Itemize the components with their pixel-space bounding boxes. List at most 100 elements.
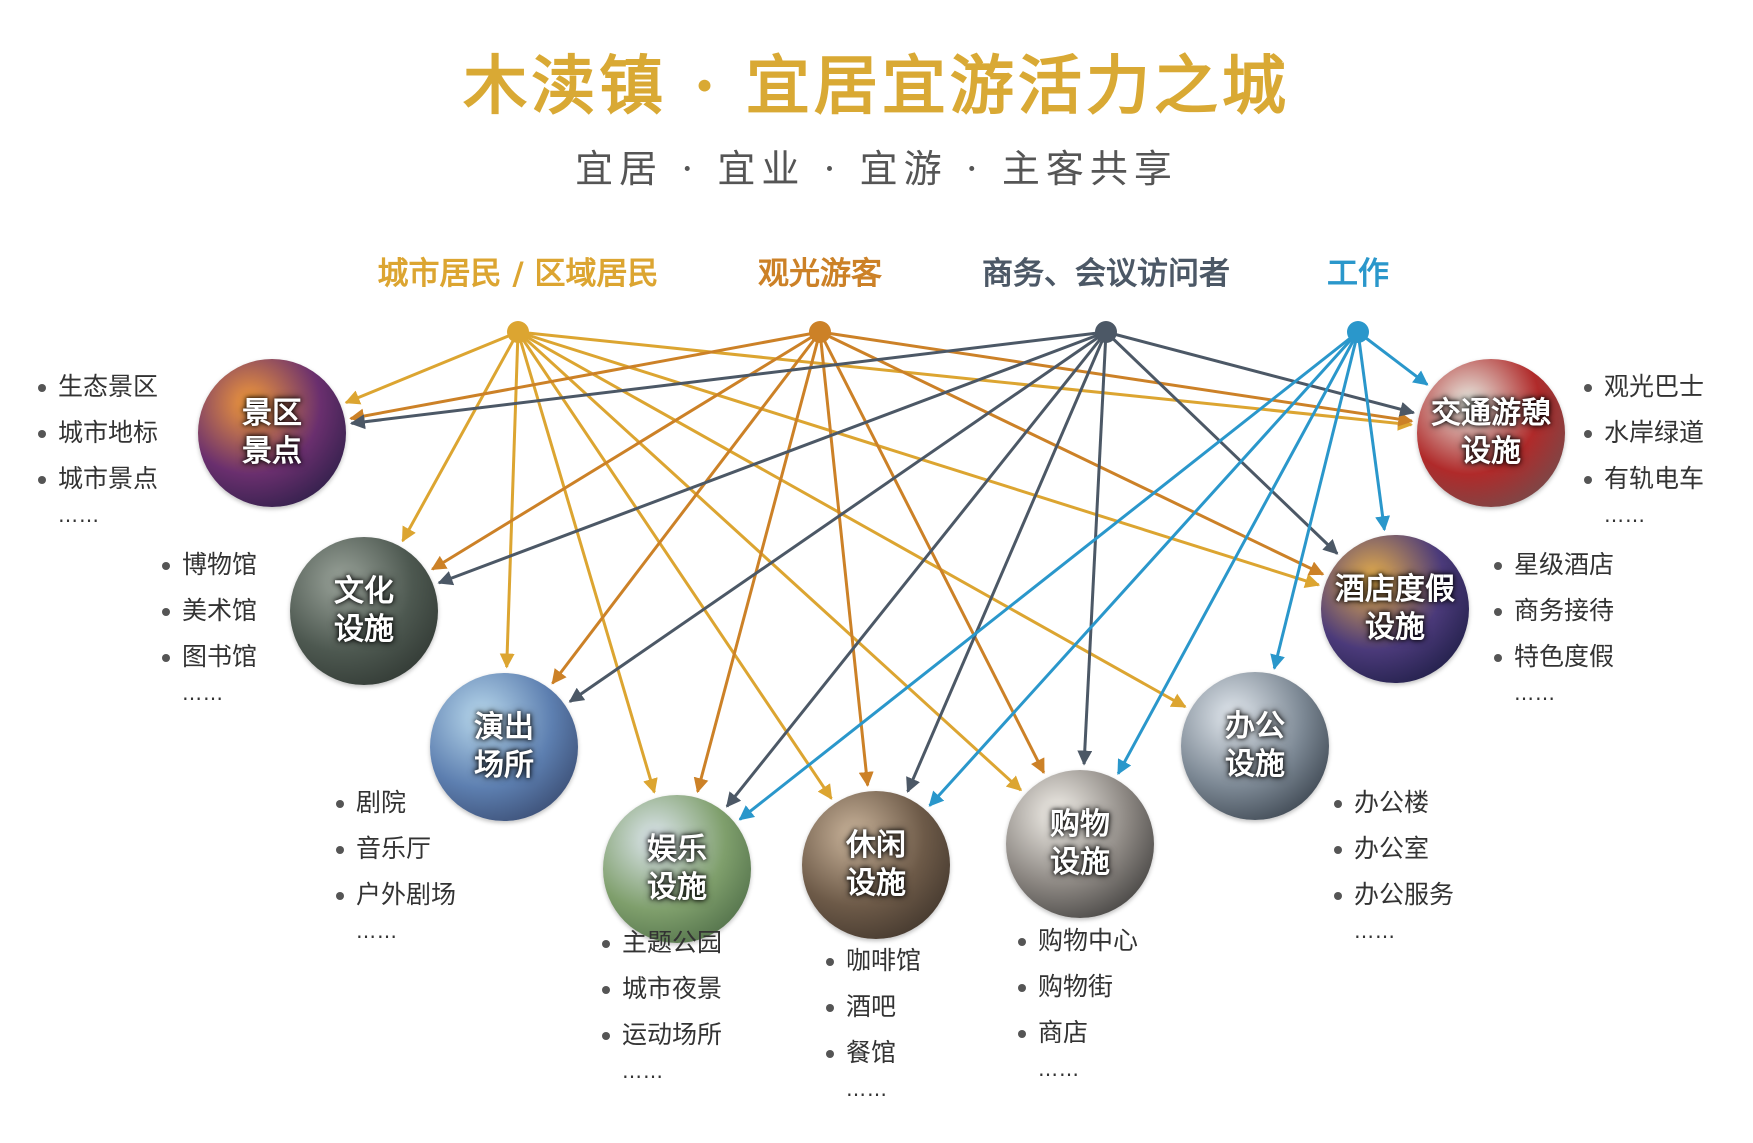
bullet-icon bbox=[1494, 562, 1502, 570]
edge-tourists-entertainment bbox=[693, 331, 822, 794]
bullet-icon bbox=[1334, 846, 1342, 854]
more-ellipsis: …… bbox=[182, 681, 224, 705]
list-item: 美术馆 bbox=[162, 588, 257, 634]
item-list-scenic: 生态景区 城市地标 城市景点 …… bbox=[38, 364, 158, 528]
more-ellipsis: …… bbox=[356, 919, 398, 943]
node-label-entertainment: 娱乐 设施 bbox=[647, 832, 707, 905]
edge-residents-performance bbox=[499, 331, 520, 669]
list-item: 运动场所 bbox=[602, 1012, 722, 1058]
list-item: 主题公园 bbox=[602, 920, 722, 966]
more-ellipsis: …… bbox=[58, 503, 100, 527]
bullet-icon bbox=[1334, 800, 1342, 808]
more-ellipsis: …… bbox=[622, 1059, 664, 1083]
list-item: 图书馆 bbox=[162, 634, 257, 680]
node-hotel: 酒店度假 设施 bbox=[1321, 535, 1469, 683]
more-ellipsis: …… bbox=[1604, 503, 1646, 527]
more-ellipsis: …… bbox=[1354, 919, 1396, 943]
edge-business-leisure bbox=[906, 331, 1108, 793]
bullet-icon bbox=[1018, 984, 1026, 992]
item-list-leisure: 咖啡馆 酒吧 餐馆 …… bbox=[826, 938, 921, 1102]
more-ellipsis: …… bbox=[1514, 681, 1556, 705]
bullet-icon bbox=[1584, 476, 1592, 484]
list-item: 办公楼 bbox=[1334, 780, 1454, 826]
list-item: 酒吧 bbox=[826, 984, 921, 1030]
bullet-icon bbox=[336, 846, 344, 854]
bullet-icon bbox=[1018, 1030, 1026, 1038]
bullet-icon bbox=[1494, 608, 1502, 616]
node-label-scenic: 景区 景点 bbox=[242, 396, 302, 469]
bullet-icon bbox=[826, 1004, 834, 1012]
list-item: 购物街 bbox=[1018, 964, 1138, 1010]
bullet-icon bbox=[336, 892, 344, 900]
list-item: 城市夜景 bbox=[602, 966, 722, 1012]
node-shopping: 购物 设施 bbox=[1006, 770, 1154, 918]
page-subtitle: 宜居 · 宜业 · 宜游 · 主客共享 bbox=[575, 147, 1178, 191]
edge-work-entertainment bbox=[738, 330, 1359, 821]
node-label-hotel: 酒店度假 设施 bbox=[1335, 572, 1455, 645]
list-item: 音乐厅 bbox=[336, 826, 456, 872]
bullet-icon bbox=[826, 958, 834, 966]
item-list-office: 办公楼 办公室 办公服务 …… bbox=[1334, 780, 1454, 944]
edge-work-leisure bbox=[928, 330, 1360, 807]
node-scenic: 景区 景点 bbox=[198, 359, 346, 507]
bullet-icon bbox=[602, 940, 610, 948]
source-dot-work bbox=[1347, 321, 1369, 343]
edge-tourists-scenic bbox=[349, 330, 821, 424]
edge-residents-transport bbox=[517, 330, 1413, 431]
item-list-transport: 观光巴士 水岸绿道 有轨电车 …… bbox=[1584, 364, 1704, 528]
edge-business-performance bbox=[568, 330, 1107, 703]
bullet-icon bbox=[162, 654, 170, 662]
source-label-business: 商务、会议访问者 bbox=[982, 256, 1230, 292]
edge-tourists-culture bbox=[430, 330, 821, 571]
bullet-icon bbox=[162, 562, 170, 570]
list-item: 特色度假 bbox=[1494, 634, 1614, 680]
edge-business-transport bbox=[1105, 330, 1416, 417]
bullet-icon bbox=[1018, 938, 1026, 946]
edge-tourists-performance bbox=[551, 331, 822, 685]
bullet-icon bbox=[162, 608, 170, 616]
edge-residents-entertainment bbox=[516, 331, 658, 794]
list-item: 水岸绿道 bbox=[1584, 410, 1704, 456]
bullet-icon bbox=[336, 800, 344, 808]
edge-tourists-transport bbox=[819, 330, 1414, 427]
list-item: 咖啡馆 bbox=[826, 938, 921, 984]
edge-business-scenic bbox=[349, 330, 1107, 430]
list-item: 星级酒店 bbox=[1494, 542, 1614, 588]
node-label-leisure: 休闲 设施 bbox=[846, 828, 906, 901]
edge-business-hotel bbox=[1104, 330, 1339, 555]
bullet-icon bbox=[1334, 892, 1342, 900]
edge-residents-hotel bbox=[517, 330, 1321, 588]
more-ellipsis: …… bbox=[846, 1077, 888, 1101]
edge-work-shopping bbox=[1116, 331, 1360, 776]
edge-residents-culture bbox=[401, 331, 520, 543]
bullet-icon bbox=[1494, 654, 1502, 662]
edge-work-office bbox=[1270, 331, 1360, 670]
page-title: 木渎镇 · 宜居宜游活力之城 bbox=[463, 49, 1290, 124]
node-office: 办公 设施 bbox=[1181, 672, 1329, 820]
node-entertainment: 娱乐 设施 bbox=[603, 795, 751, 943]
edge-business-shopping bbox=[1077, 331, 1108, 766]
bullet-icon bbox=[826, 1050, 834, 1058]
bullet-icon bbox=[602, 1032, 610, 1040]
node-label-shopping: 购物 设施 bbox=[1050, 807, 1110, 880]
item-list-performance: 剧院 音乐厅 户外剧场 …… bbox=[336, 780, 456, 944]
node-label-performance: 演出 场所 bbox=[474, 710, 534, 783]
edge-work-transport bbox=[1357, 330, 1429, 386]
edge-residents-scenic bbox=[344, 330, 519, 405]
bullet-icon bbox=[1584, 384, 1592, 392]
list-item: 商店 bbox=[1018, 1010, 1138, 1056]
list-item: 户外剧场 bbox=[336, 872, 456, 918]
bullet-icon bbox=[1584, 430, 1592, 438]
source-label-residents: 城市居民 / 区域居民 bbox=[377, 256, 659, 292]
source-dot-residents bbox=[507, 321, 529, 343]
list-item: 购物中心 bbox=[1018, 918, 1138, 964]
list-item: 博物馆 bbox=[162, 542, 257, 588]
edge-tourists-hotel bbox=[819, 330, 1325, 576]
node-label-office: 办公 设施 bbox=[1225, 709, 1285, 782]
item-list-hotel: 星级酒店 商务接待 特色度假 …… bbox=[1494, 542, 1614, 706]
edge-residents-leisure bbox=[516, 331, 833, 800]
edge-residents-shopping bbox=[516, 330, 1022, 792]
list-item: 商务接待 bbox=[1494, 588, 1614, 634]
list-item: 剧院 bbox=[336, 780, 456, 826]
